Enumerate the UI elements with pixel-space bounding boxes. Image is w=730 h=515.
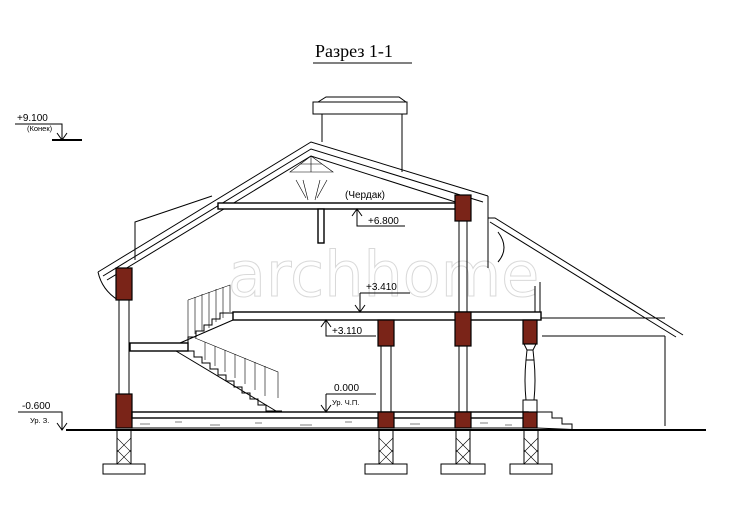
ground-floor-slab — [131, 411, 538, 429]
lower-stairs — [175, 337, 282, 412]
level-mark-ground-floor: 0.000 Ур. Ч.П. — [320, 383, 376, 413]
level-ground-value: -0.600 — [22, 401, 51, 412]
left-wall — [115, 267, 133, 429]
watermark-text: archhome — [228, 238, 539, 311]
level-ridge-note: (Конек) — [27, 124, 53, 133]
attic-slab — [217, 202, 463, 244]
level-0000-note: Ур. Ч.П. — [332, 398, 359, 407]
level-ground-note: Ур. З. — [30, 416, 49, 425]
level-0000-value: 0.000 — [334, 383, 359, 394]
right-roof — [487, 196, 684, 426]
upper-stairs — [179, 284, 234, 344]
level-mark-ridge: +9.100 (Конек) — [15, 113, 82, 141]
porch-steps — [536, 411, 585, 431]
level-3110-value: +3.110 — [332, 326, 363, 337]
foundations — [102, 429, 553, 475]
drawing-title: Разрез 1-1 — [315, 41, 393, 61]
level-3410-value: +3.410 — [366, 282, 397, 293]
chimney — [312, 96, 408, 172]
middle-column — [377, 319, 395, 412]
level-mark-3410: +3.410 — [354, 282, 410, 313]
level-ridge-value: +9.100 — [17, 113, 48, 124]
attic-room-label: (Чердак) — [345, 190, 385, 201]
porch-column — [522, 319, 538, 413]
right-wall — [454, 194, 472, 412]
level-mark-ground: -0.600 Ур. З. — [18, 401, 68, 431]
level-mark-3110: +3.110 — [320, 319, 376, 337]
level-mark-attic: +6.800 — [351, 208, 405, 227]
main-roof — [97, 141, 489, 301]
level-attic-value: +6.800 — [368, 216, 399, 227]
